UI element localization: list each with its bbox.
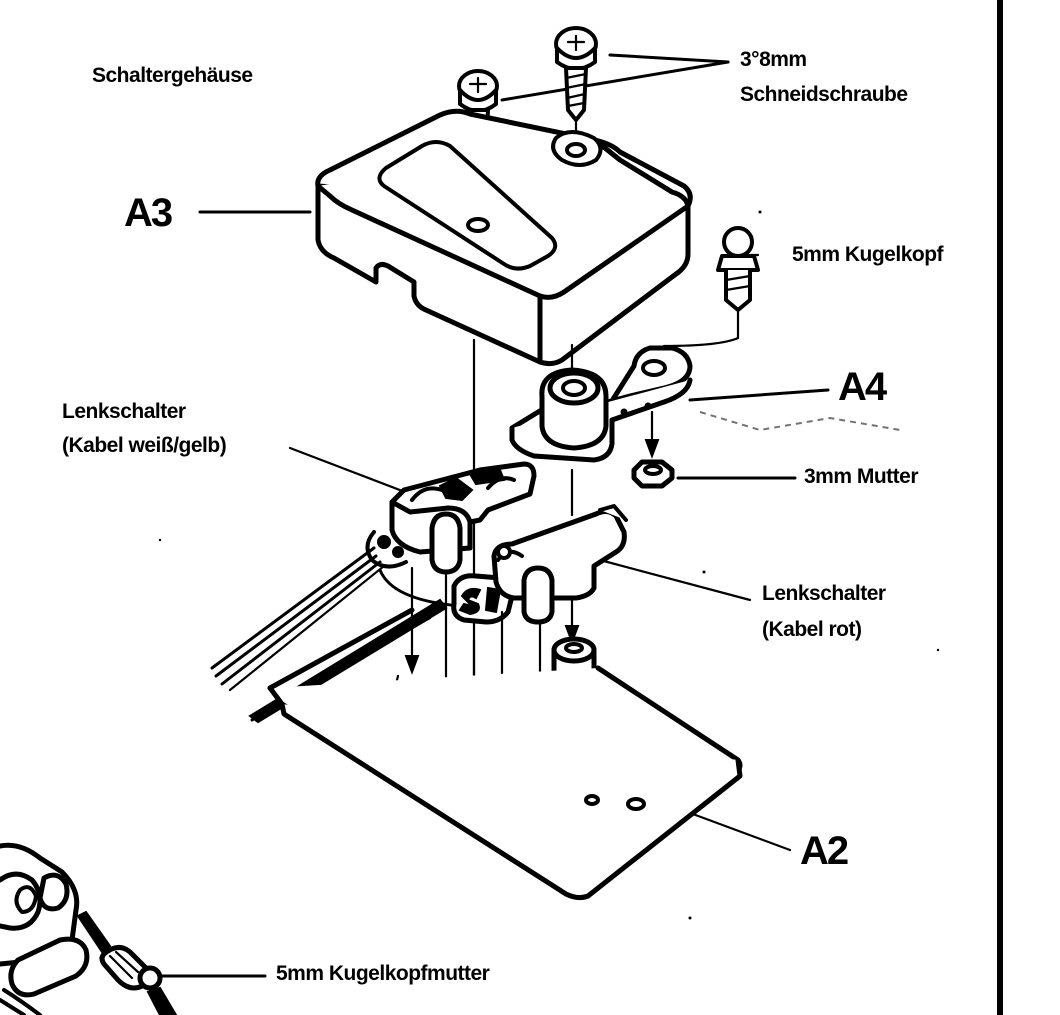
callout-a2: A2 (800, 829, 848, 873)
label-screw-type: Schneidschraube (740, 83, 908, 106)
callout-a3: A3 (124, 191, 172, 235)
label-nut-3mm: 3mm Mutter (804, 465, 918, 488)
leader-lines (143, 53, 830, 978)
label-switch-housing: Schaltergehäuse (92, 64, 253, 87)
part-a3-switch-housing (315, 108, 693, 367)
part-a2-base-plate (267, 607, 743, 901)
steering-switch-right (491, 504, 628, 625)
part-a4-steering-arm (509, 345, 693, 463)
shading-a4 (699, 411, 901, 432)
nut-3mm (631, 459, 675, 489)
label-steering-switch-right-line2: (Kabel rot) (762, 618, 862, 641)
label-steering-switch-left-line2: (Kabel weiß/gelb) (62, 434, 226, 457)
ball-head-5mm (662, 226, 760, 348)
callout-a4: A4 (838, 365, 888, 409)
label-ball-head-nut: 5mm Kugelkopfmutter (276, 962, 490, 985)
label-steering-switch-left-line1: Lenkschalter (62, 400, 186, 423)
label-screw-size: 3°8mm (740, 48, 807, 71)
self-tapping-screw-right (554, 26, 598, 122)
ball-head-nut-assembly (0, 842, 178, 1015)
label-ball-head: 5mm Kugelkopf (792, 243, 945, 266)
scan-noise (158, 210, 940, 920)
label-steering-switch-right-line1: Lenkschalter (762, 582, 886, 605)
